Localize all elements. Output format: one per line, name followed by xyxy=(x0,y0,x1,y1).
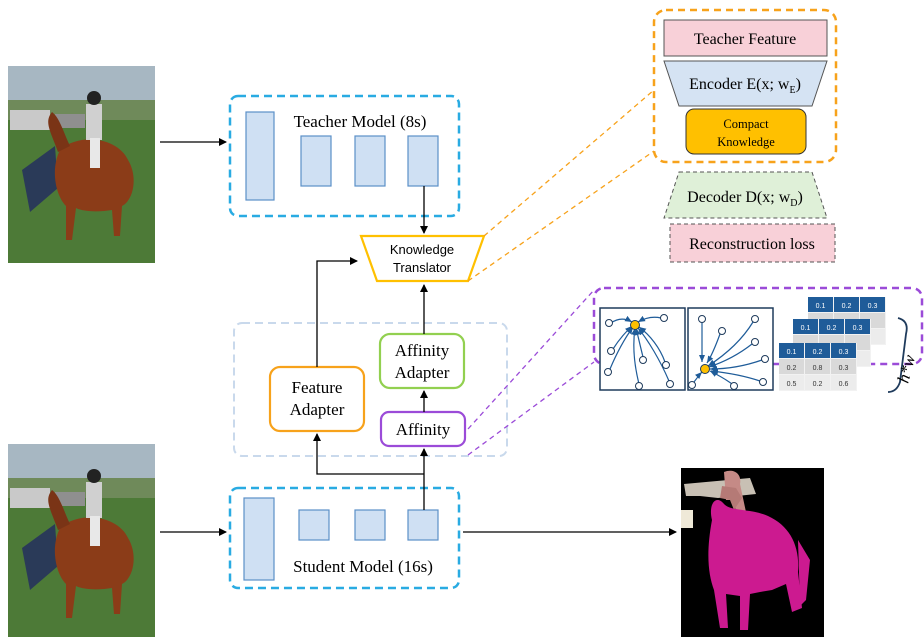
matrix-header-value: 0.1 xyxy=(801,325,811,332)
affinity-adapter-line2: Adapter xyxy=(395,363,450,382)
matrix-cell xyxy=(779,375,804,390)
affinity-label: Affinity xyxy=(396,420,451,439)
affinity-box xyxy=(379,410,467,448)
matrix-header-cell xyxy=(793,319,818,334)
student-model: Student Model (16s) xyxy=(228,486,461,590)
autoencoder-panel: Teacher Feature Encoder E(x; wE) Compact… xyxy=(652,8,838,263)
segmentation-output xyxy=(681,468,824,637)
student-block-1 xyxy=(243,497,275,581)
reconstruction-loss-label: Reconstruction loss xyxy=(689,236,815,253)
affinity-graph-1-content xyxy=(609,315,670,385)
zoom-line-affinity-bottom xyxy=(467,361,595,456)
matrix-header-value: 0.2 xyxy=(827,325,837,332)
matrix-header-cell xyxy=(805,343,830,358)
affinity-adapter-box xyxy=(378,332,466,390)
adapter-region xyxy=(233,322,508,457)
arrow-student-to-feature-adapter xyxy=(313,433,424,475)
affinity-graph-2-content xyxy=(693,321,763,385)
decoder-label: Decoder D(x; wD) xyxy=(687,189,803,209)
matrix-header-cell xyxy=(831,343,856,358)
arrow-feature-adapter-to-translator xyxy=(316,257,358,367)
affinity-graph-2-nodes xyxy=(688,315,769,390)
affinity-graph-1-nodes xyxy=(604,314,674,390)
feature-adapter-line1: Feature xyxy=(292,378,343,397)
matrix-header-value: 0.2 xyxy=(842,303,852,310)
encoder-shape xyxy=(663,60,828,107)
matrix-header-cell xyxy=(808,297,833,312)
encoder-label: Encoder E(x; wE) xyxy=(689,76,801,96)
affinity-adapter-line1: Affinity xyxy=(395,341,450,360)
matrix-cell xyxy=(805,375,830,390)
matrix-header-cell xyxy=(779,343,804,358)
teacher-model-label: Teacher Model (8s) xyxy=(294,112,427,131)
teacher-model: Teacher Model (8s) xyxy=(228,94,461,218)
affinity-adapter: Affinity Adapter xyxy=(378,332,466,390)
input-image-bottom xyxy=(8,444,155,637)
student-model-frame xyxy=(228,486,461,590)
student-model-label: Student Model (16s) xyxy=(293,557,433,576)
matrix-header-value: 0.1 xyxy=(816,303,826,310)
student-block-4 xyxy=(407,509,439,541)
matrix-cell xyxy=(779,359,804,374)
matrix-header-value: 0.3 xyxy=(853,325,863,332)
matrix-header-cell xyxy=(845,319,870,334)
reconstruction-loss-box xyxy=(669,223,836,263)
compact-knowledge-box xyxy=(685,108,807,155)
teacher-feature-box xyxy=(663,19,828,57)
student-block-2 xyxy=(298,509,330,541)
feature-adapter-box xyxy=(268,365,366,433)
matrix-header-value: 0.1 xyxy=(787,349,797,356)
input-image-top xyxy=(8,66,155,263)
matrix-cell-value: 0.6 xyxy=(839,381,849,388)
matrix-cell xyxy=(831,375,856,390)
matrix-cell-value: 0.3 xyxy=(839,365,849,372)
matrix-cell xyxy=(805,359,830,374)
matrix-cell-value: 0.2 xyxy=(787,365,797,372)
matrix-header-value: 0.3 xyxy=(839,349,849,356)
matrix-cell xyxy=(831,359,856,374)
teacher-block-1 xyxy=(245,111,275,201)
affinity-matrix-stack: 0.1 0.2 0.3 0.1 0.2 0.3 0.1 0.2 0.3 0.2 0.8 0.3 0.5 0… xyxy=(779,297,886,391)
teacher-feature-label: Teacher Feature xyxy=(694,31,796,48)
matrix-header-cell xyxy=(834,297,859,312)
zoom-line-affinity-top xyxy=(467,289,595,430)
matrix-header-cell xyxy=(819,319,844,334)
student-block-3 xyxy=(354,509,386,541)
zoom-line-bottom xyxy=(467,150,655,282)
affinity: Affinity xyxy=(379,410,467,448)
matrix-cell-value: 0.5 xyxy=(787,381,797,388)
knowledge-translator-line2: Translator xyxy=(393,260,452,275)
matrix-header-cell xyxy=(860,297,885,312)
matrix-cell-value: 0.8 xyxy=(813,365,823,372)
knowledge-translator-line1: Knowledge xyxy=(390,242,454,257)
teacher-model-frame xyxy=(228,94,461,218)
matrix-cell-value: 0.2 xyxy=(813,381,823,388)
zoom-line-top xyxy=(483,89,655,237)
matrix-brace xyxy=(887,317,908,393)
decoder-shape xyxy=(663,171,828,219)
compact-knowledge-line1: Compact xyxy=(723,117,769,131)
matrix-header-value: 0.2 xyxy=(813,349,823,356)
matrix-header-value: 0.3 xyxy=(868,303,878,310)
teacher-block-3 xyxy=(354,135,386,187)
teacher-block-4 xyxy=(407,135,439,187)
compact-knowledge-line2: Knowledge xyxy=(717,135,775,149)
feature-adapter: Feature Adapter xyxy=(268,365,366,433)
teacher-block-2 xyxy=(300,135,332,187)
connectors xyxy=(160,138,677,536)
feature-adapter-line2: Adapter xyxy=(290,400,345,419)
knowledge-translator: Knowledge Translator xyxy=(359,234,486,283)
